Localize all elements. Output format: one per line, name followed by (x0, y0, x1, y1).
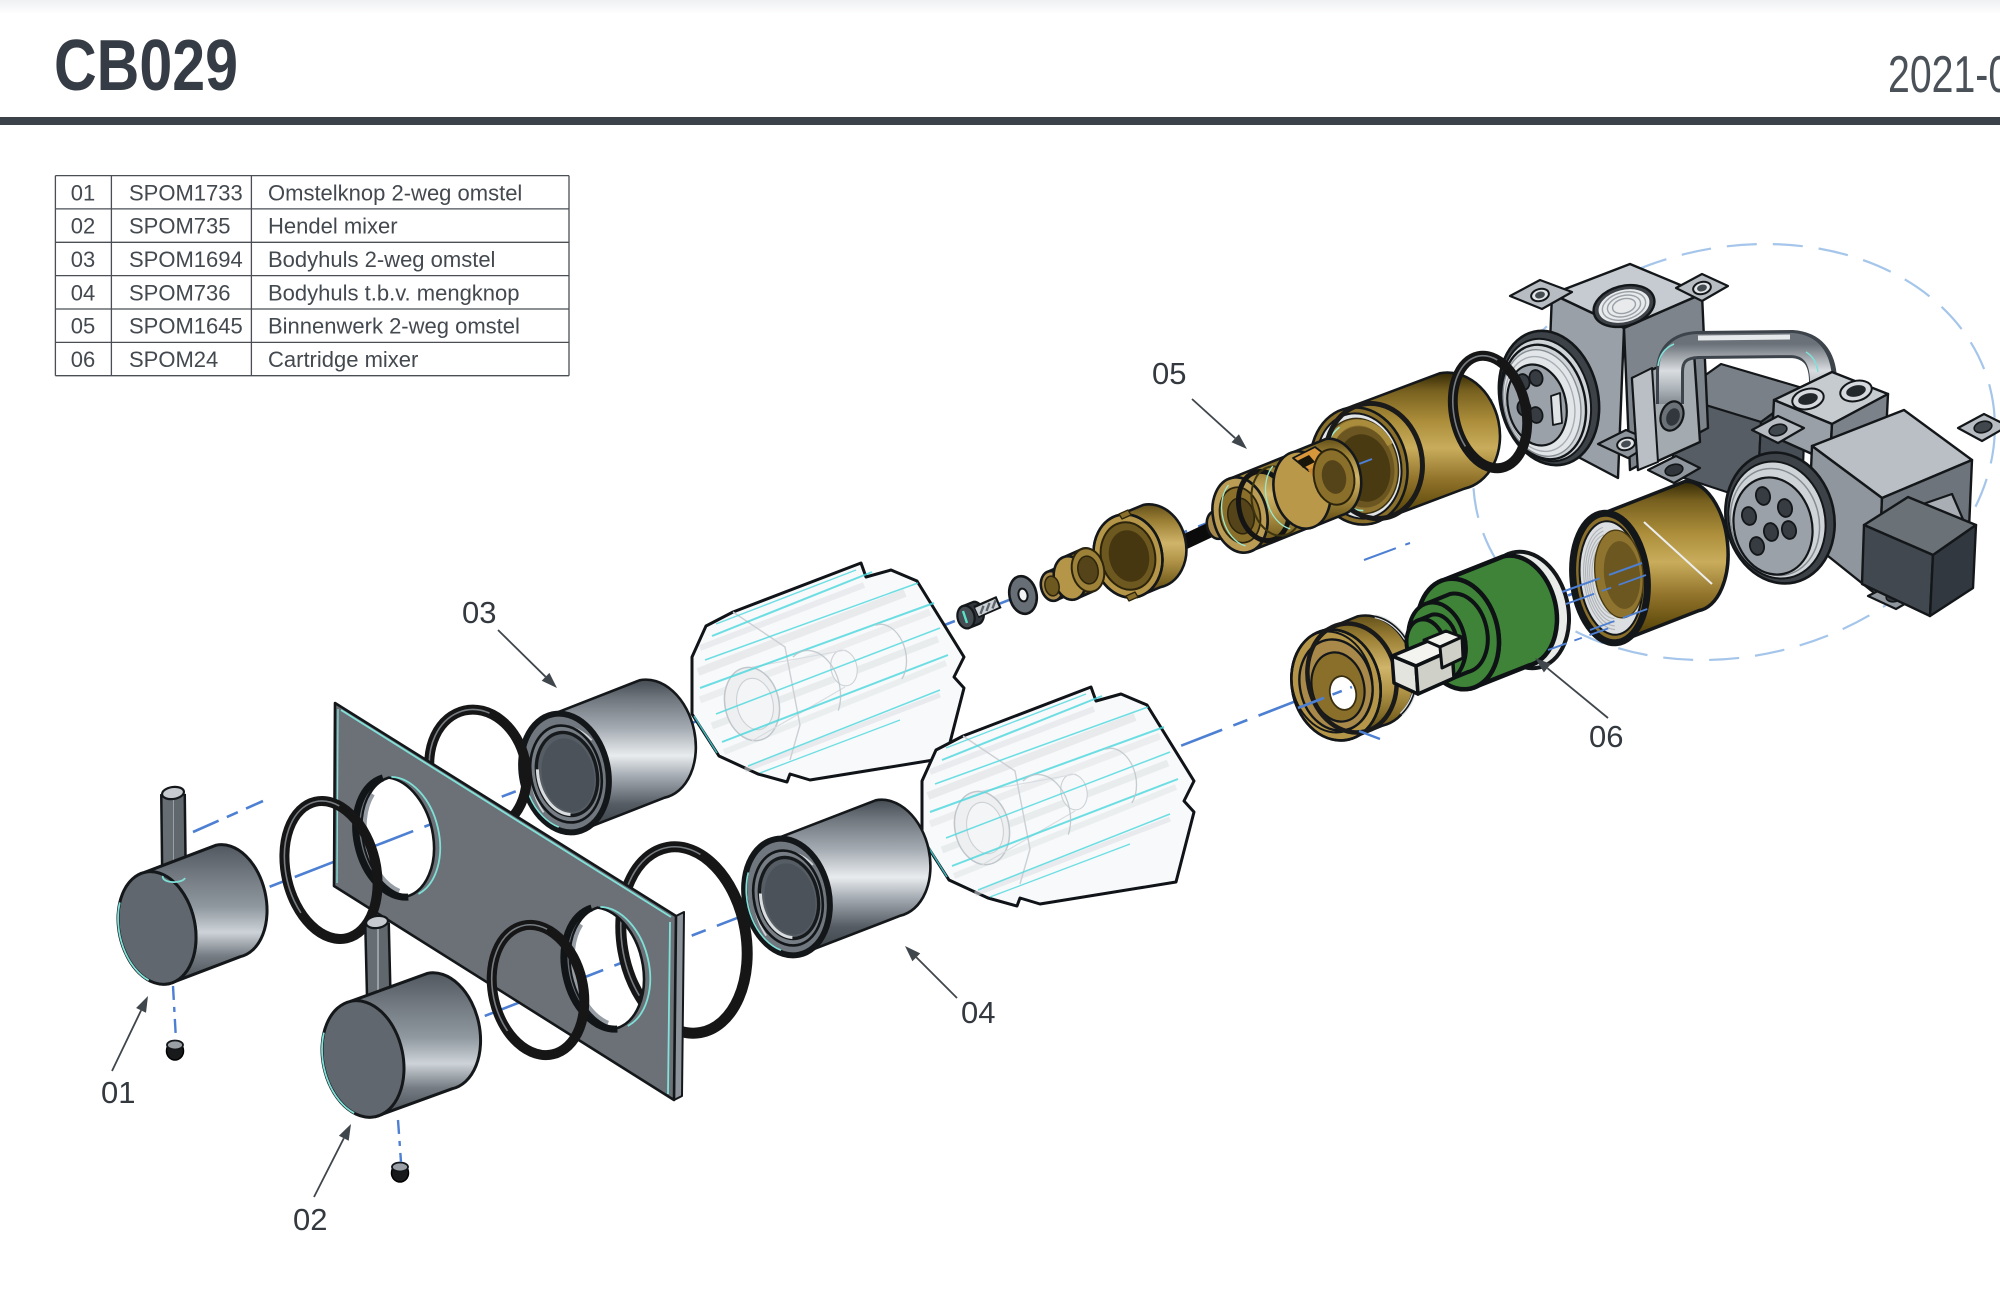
svg-text:01: 01 (101, 1075, 135, 1110)
svg-text:SPOM736: SPOM736 (129, 280, 231, 305)
svg-text:04: 04 (71, 280, 95, 305)
svg-text:03: 03 (462, 595, 496, 630)
svg-text:Bodyhuls t.b.v. mengknop: Bodyhuls t.b.v. mengknop (268, 280, 520, 305)
svg-text:06: 06 (1589, 719, 1623, 754)
svg-text:02: 02 (293, 1202, 327, 1237)
svg-text:03: 03 (71, 247, 95, 272)
svg-text:SPOM1694: SPOM1694 (129, 247, 243, 272)
svg-text:Omstelknop 2-weg omstel: Omstelknop 2-weg omstel (268, 180, 522, 205)
svg-text:CB029: CB029 (54, 26, 238, 106)
svg-text:Cartridge mixer: Cartridge mixer (268, 347, 418, 372)
svg-text:SPOM24: SPOM24 (129, 347, 218, 372)
svg-text:02: 02 (71, 214, 95, 239)
svg-text:01: 01 (71, 180, 95, 205)
svg-text:SPOM735: SPOM735 (129, 214, 231, 239)
svg-text:Bodyhuls 2-weg omstel: Bodyhuls 2-weg omstel (268, 247, 495, 272)
svg-text:SPOM1733: SPOM1733 (129, 180, 243, 205)
svg-text:Hendel mixer: Hendel mixer (268, 214, 398, 239)
svg-text:06: 06 (71, 347, 95, 372)
svg-text:05: 05 (71, 314, 95, 339)
svg-text:SPOM1645: SPOM1645 (129, 314, 243, 339)
svg-text:Binnenwerk 2-weg omstel: Binnenwerk 2-weg omstel (268, 314, 520, 339)
svg-text:05: 05 (1152, 356, 1186, 391)
svg-text:04: 04 (961, 995, 995, 1030)
svg-text:2021-07: 2021-07 (1888, 46, 2000, 104)
